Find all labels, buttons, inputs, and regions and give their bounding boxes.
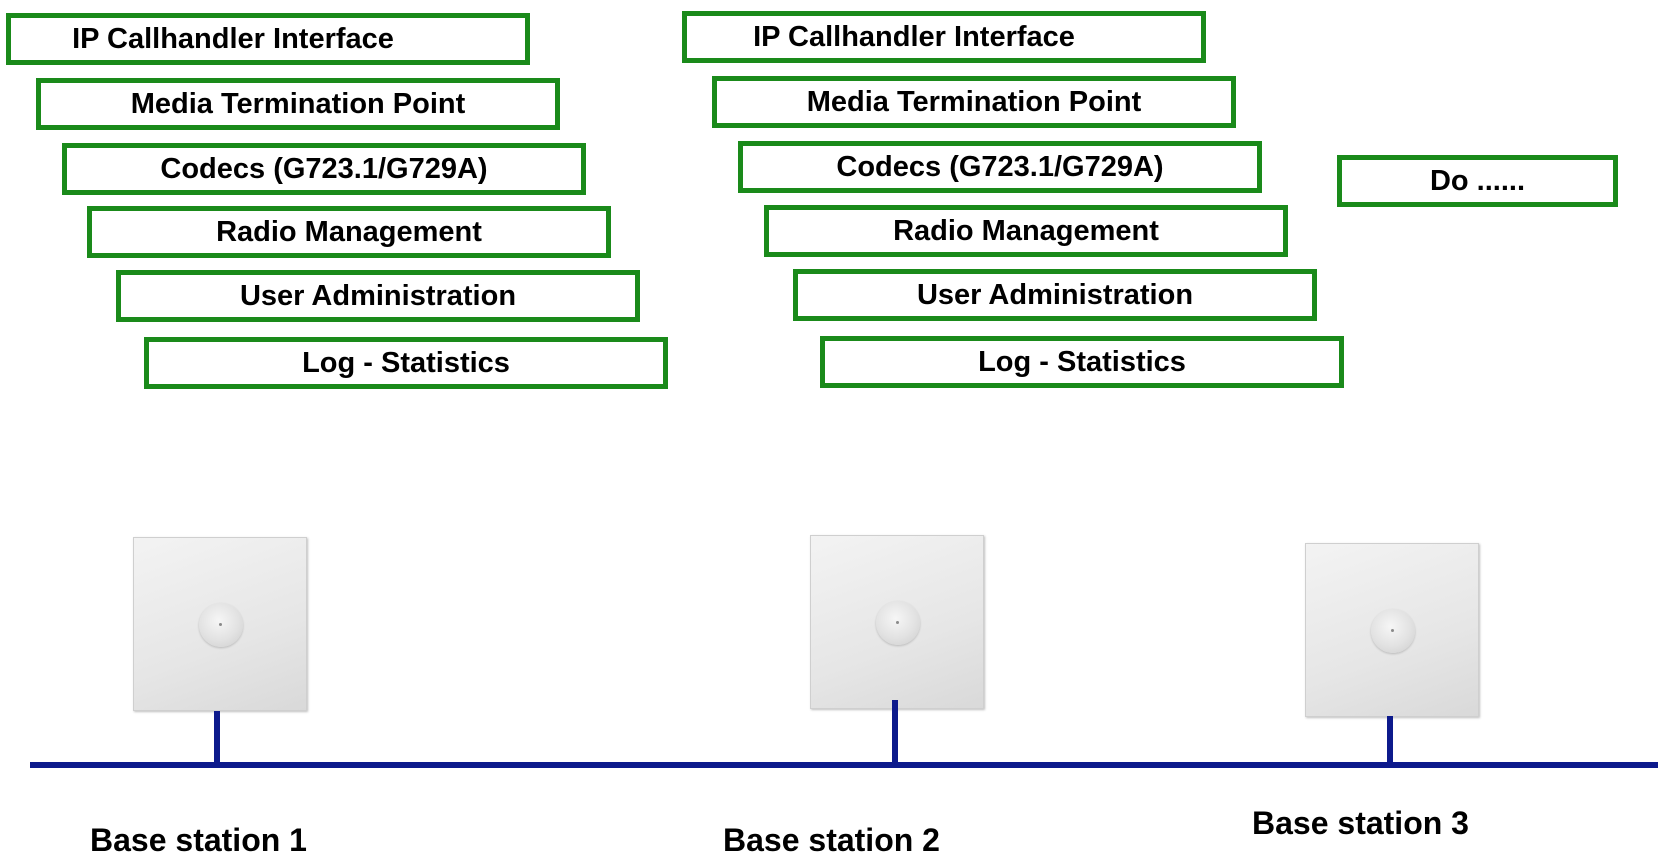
base-station-3-icon (1305, 543, 1479, 717)
stack1-box-label: Radio Management (216, 215, 482, 248)
station-2-connector (892, 700, 898, 765)
network-bus-line (30, 762, 1658, 768)
stack1-box-media-termination-point: Media Termination Point (36, 78, 560, 130)
stack2-box-label: Radio Management (893, 214, 1159, 247)
stack3-box-label: Do ...... (1429, 164, 1526, 197)
antenna-dome-icon (1371, 609, 1415, 653)
stack2-box-label: Media Termination Point (806, 85, 1142, 118)
stack1-box-label: Log - Statistics (302, 346, 510, 379)
stack2-box-media-termination-point: Media Termination Point (712, 76, 1236, 128)
stack2-box-label: Log - Statistics (978, 345, 1186, 378)
stack1-box-label: IP Callhandler Interface (72, 22, 394, 55)
stack3-box-do: Do ...... (1337, 155, 1618, 207)
base-station-1-icon (133, 537, 307, 711)
antenna-dome-icon (876, 601, 920, 645)
stack2-box-ip-callhandler-interface: IP Callhandler Interface (682, 11, 1206, 63)
stack2-box-codecs: Codecs (G723.1/G729A) (738, 141, 1262, 193)
base-station-2-icon (810, 535, 984, 709)
stack2-box-label: User Administration (916, 278, 1194, 311)
stack1-box-label: Media Termination Point (130, 87, 466, 120)
stack1-box-label: User Administration (239, 279, 517, 312)
stack1-box-user-administration: User Administration (116, 270, 640, 322)
station-label-1: Base station 1 (90, 822, 307, 858)
stack1-box-radio-management: Radio Management (87, 206, 611, 258)
station-1-connector (214, 711, 220, 765)
stack1-box-codecs: Codecs (G723.1/G729A) (62, 143, 586, 195)
stack1-box-label: Codecs (G723.1/G729A) (160, 152, 488, 185)
stack1-box-log-statistics: Log - Statistics (144, 337, 668, 389)
station-label-2: Base station 2 (723, 822, 940, 858)
stack2-box-label: IP Callhandler Interface (753, 20, 1075, 53)
station-3-connector (1387, 716, 1393, 765)
station-label-3: Base station 3 (1252, 805, 1469, 841)
stack2-box-label: Codecs (G723.1/G729A) (836, 150, 1164, 183)
stack1-box-ip-callhandler-interface: IP Callhandler Interface (6, 13, 530, 65)
antenna-dome-icon (199, 603, 243, 647)
stack2-box-user-administration: User Administration (793, 269, 1317, 321)
stack2-box-radio-management: Radio Management (764, 205, 1288, 257)
stack2-box-log-statistics: Log - Statistics (820, 336, 1344, 388)
